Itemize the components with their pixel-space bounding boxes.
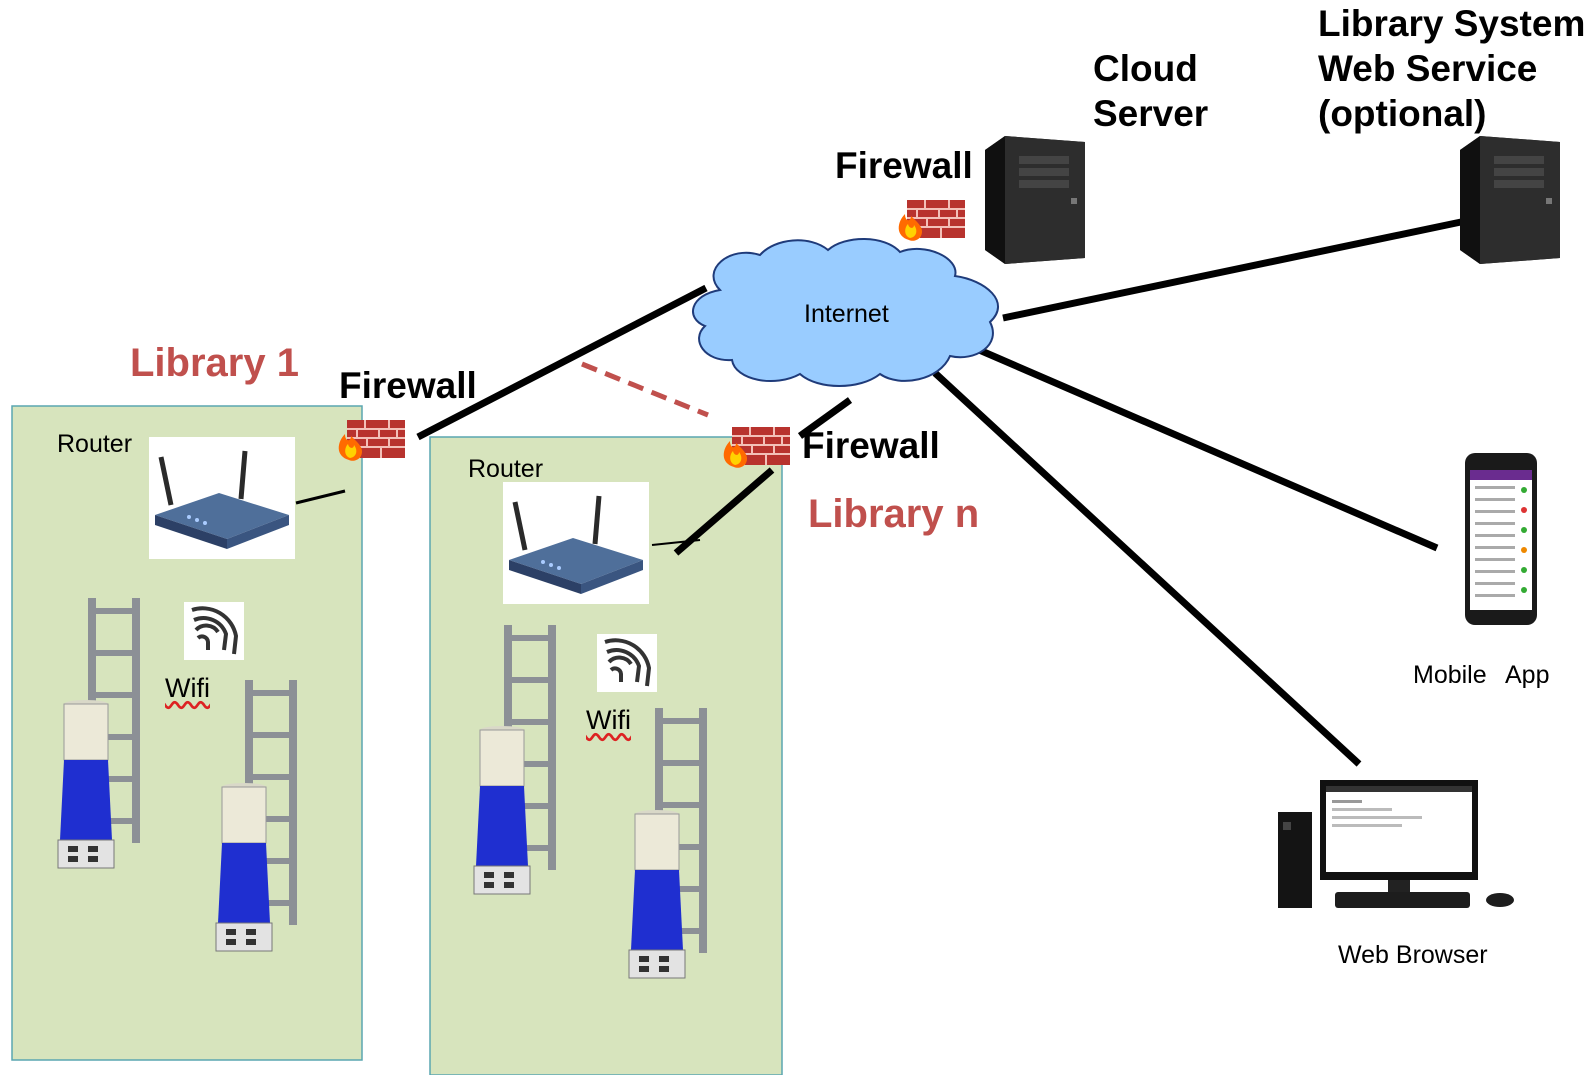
link-internet-web-browser [932,370,1362,767]
optional-label: (optional) [1318,93,1487,134]
router-n-label: Router [468,455,544,483]
link-dashed-between-libraries [581,361,709,418]
cloud-label: Cloud [1093,48,1198,89]
firewall-cloud-icon [897,199,966,242]
library-system-label: Library System [1318,3,1586,44]
firewall-library-n-icon [722,426,791,469]
cloud-server-icon [985,136,1085,264]
web-browser-label: Web Browser [1338,941,1488,969]
internet-label: Internet [804,300,889,328]
router-1-label: Router [57,430,133,458]
firewall-library-1-label: Firewall [339,365,477,406]
link-libn-internet [797,397,853,439]
wifi-1-label: Wifi [165,673,210,703]
wifi-n-icon [595,632,659,694]
web-service-label: Web Service [1318,48,1538,89]
library-1-label: Library 1 [130,341,299,385]
router-n-icon [503,482,649,604]
mobile-phone-icon [1465,453,1537,625]
library-service-server-icon [1460,136,1560,264]
server-label: Server [1093,93,1209,134]
network-links [416,218,1462,767]
desktop-computer-icon [1278,780,1514,908]
router-1-icon [149,437,295,559]
firewall-library-1-icon [337,419,406,462]
robot-icon [628,809,686,979]
link-lib1-internet [416,284,708,441]
robot-icon [215,782,273,952]
link-internet-mobile [968,342,1439,552]
link-internet-library-service [1002,218,1462,322]
link-router-1 [295,489,346,505]
wifi-n-label: Wifi [586,705,631,735]
link-libn-router [673,467,775,556]
library-n-label: Library n [808,492,980,536]
mobile-label: Mobile [1413,661,1487,689]
firewall-library-n-label: Firewall [802,425,940,466]
firewall-cloud-label: Firewall [835,145,973,186]
robot-icon [473,725,531,895]
internet-cloud [692,238,999,387]
link-router-n [651,539,701,546]
app-label: App [1505,661,1550,689]
robot-icon [57,699,115,869]
wifi-1-icon [182,600,246,662]
